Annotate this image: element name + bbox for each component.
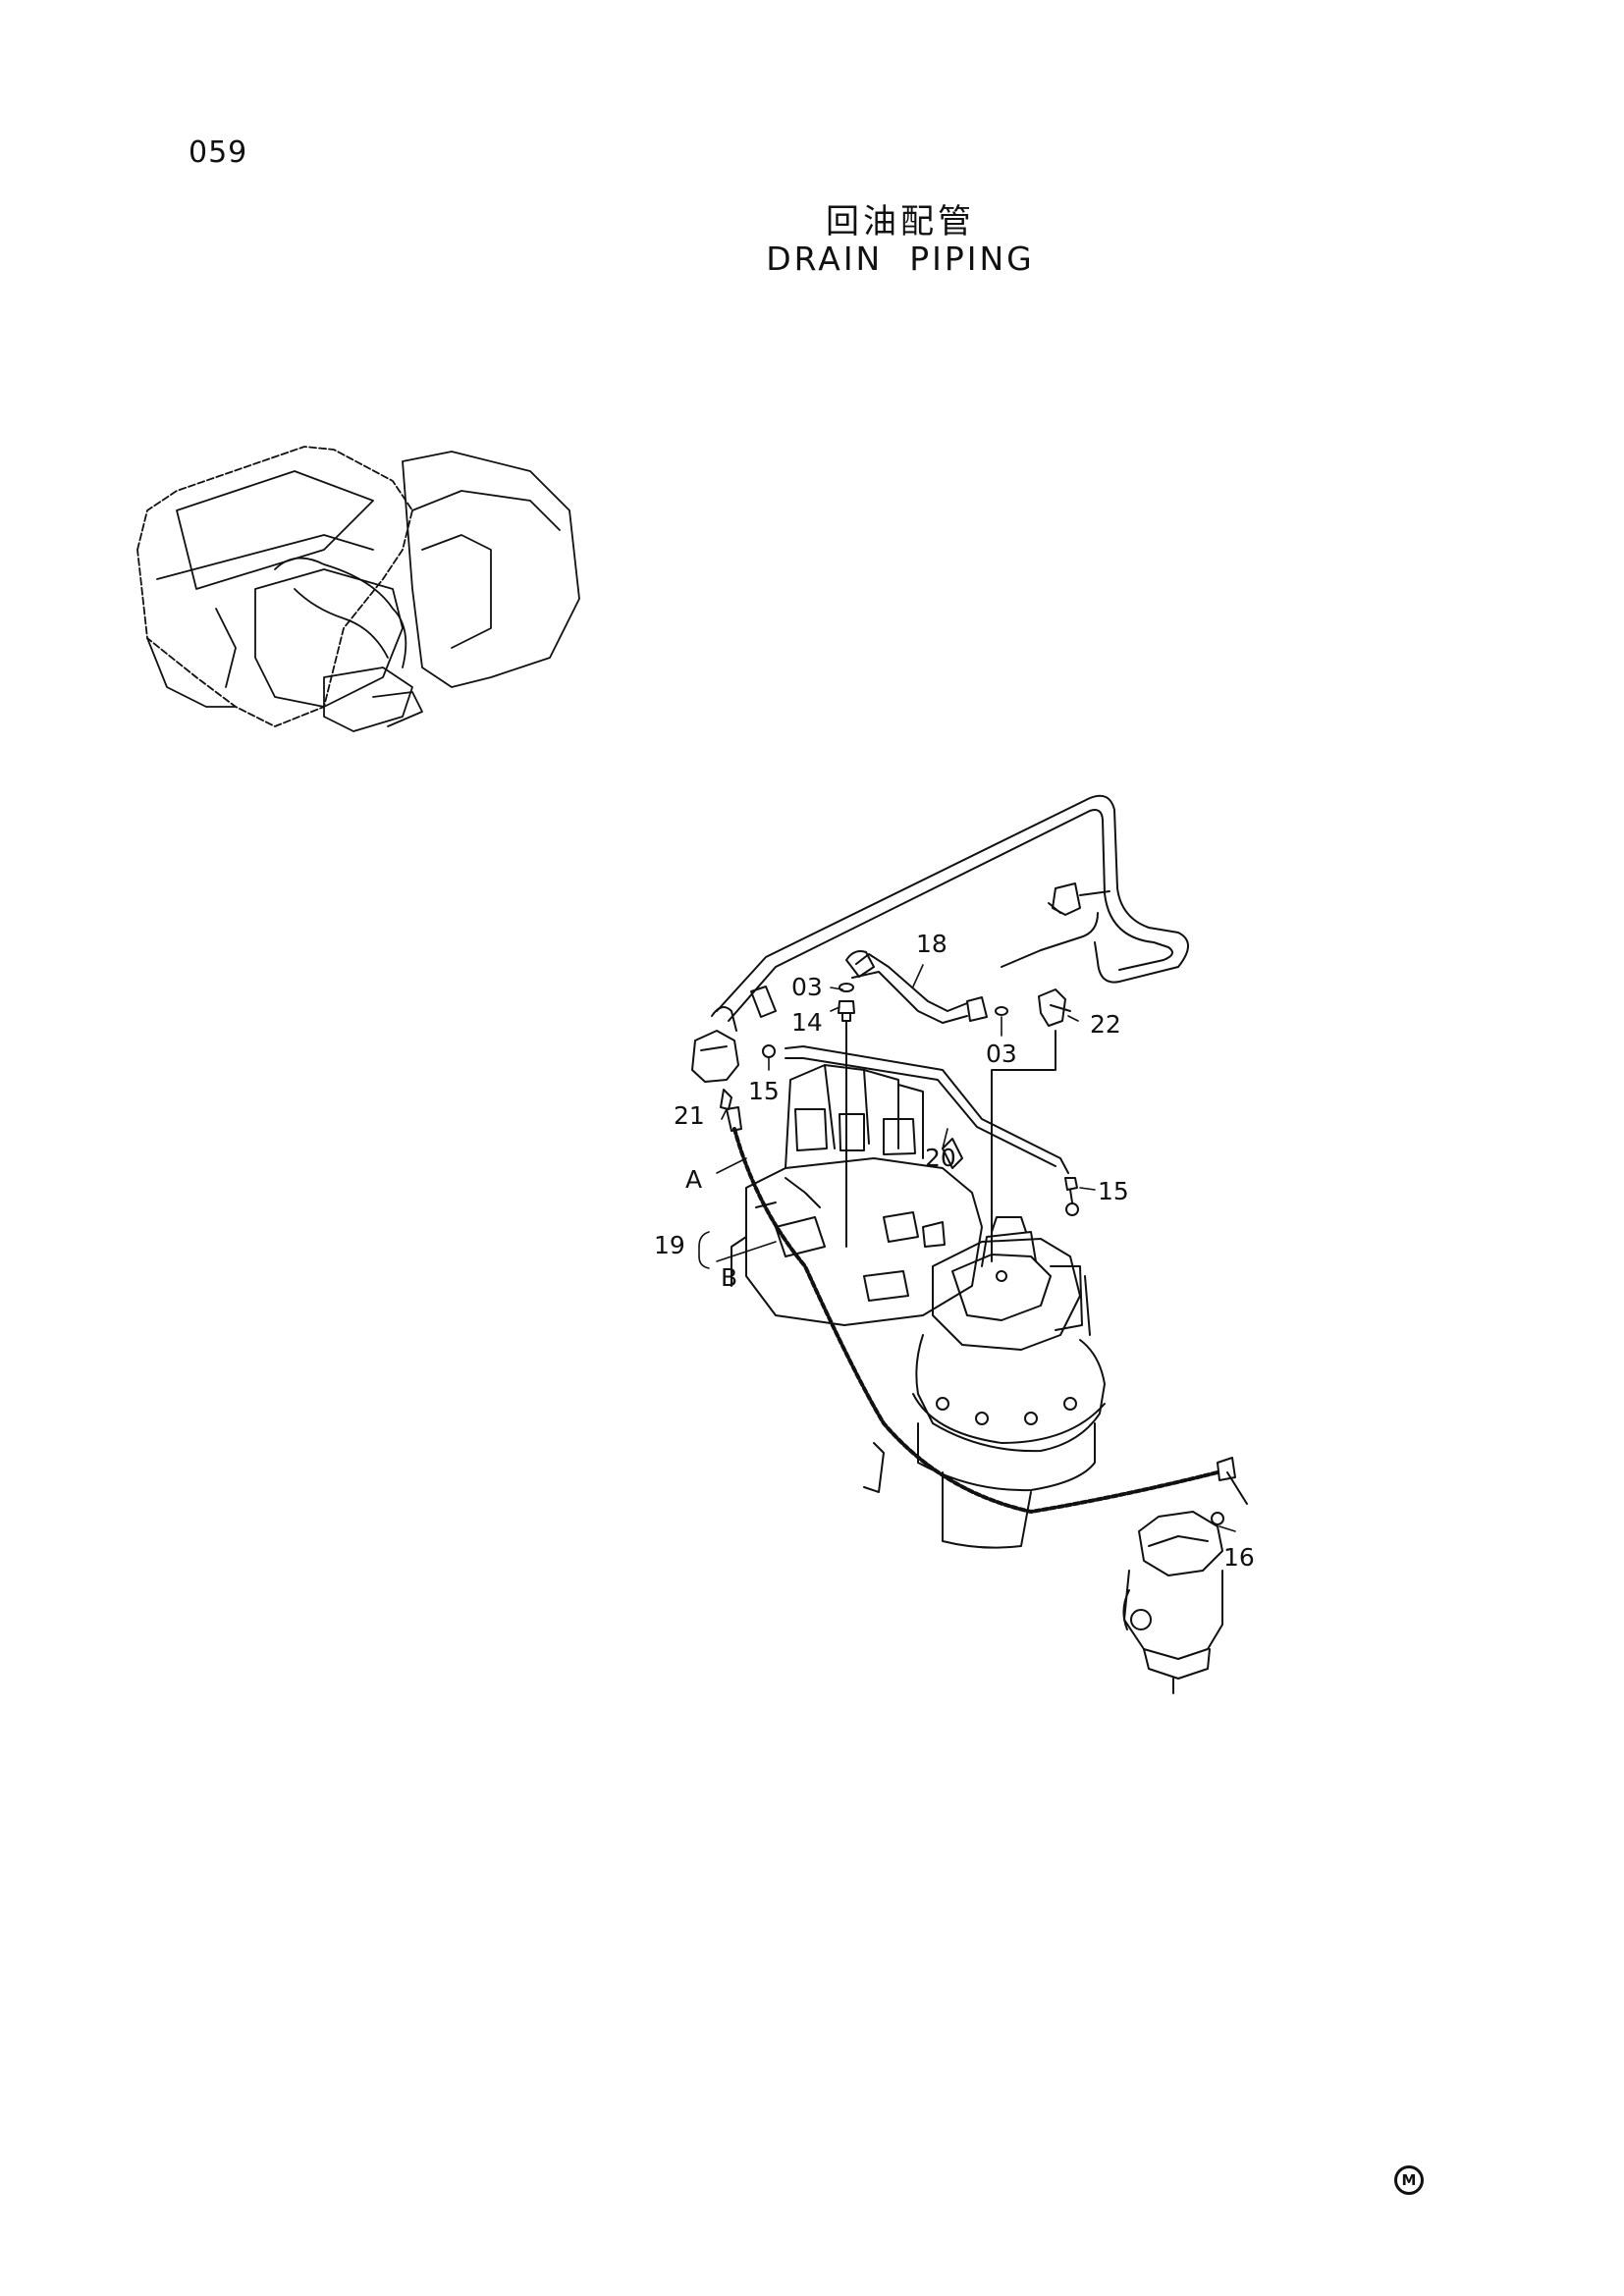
hose-19-ends <box>726 1106 1248 1525</box>
title-english: DRAIN PIPING <box>766 240 1035 278</box>
callout-18: 18 <box>916 930 947 958</box>
excavator-locator-thumbnail <box>136 446 580 732</box>
callout-15-right: 15 <box>1098 1177 1129 1205</box>
control-valve <box>731 1064 983 1326</box>
title-chinese: 回油配管 <box>826 202 975 241</box>
fitting-14 <box>838 983 855 1248</box>
callout-19: 19 <box>654 1231 685 1259</box>
hose-18 <box>845 950 988 1024</box>
center-joint <box>1122 1511 1223 1694</box>
elbow-22 <box>991 988 1071 1081</box>
callout-03-left: 03 <box>791 973 823 1001</box>
callout-03-right: 03 <box>986 1040 1017 1068</box>
callout-21: 21 <box>674 1101 705 1130</box>
callout-14: 14 <box>791 1008 823 1037</box>
hose-19-corrugated <box>732 1127 1219 1514</box>
callout-15-left: 15 <box>748 1077 780 1105</box>
callout-b: B <box>721 1263 737 1292</box>
callout-16: 16 <box>1223 1543 1255 1572</box>
callout-20: 20 <box>925 1144 956 1172</box>
fitting-15-left <box>762 1044 776 1058</box>
page-number: 059 <box>189 135 248 170</box>
callout-a: A <box>685 1165 702 1194</box>
hose-fitting-left <box>691 986 777 1110</box>
callout-22: 22 <box>1090 1010 1121 1039</box>
swing-motor <box>863 1079 1106 1549</box>
manufacturer-mark-icon: M <box>1394 2165 1424 2195</box>
hose-20 <box>785 1045 1079 1216</box>
leader-lines <box>698 964 1236 1532</box>
drain-tube-loop <box>716 794 1189 1022</box>
